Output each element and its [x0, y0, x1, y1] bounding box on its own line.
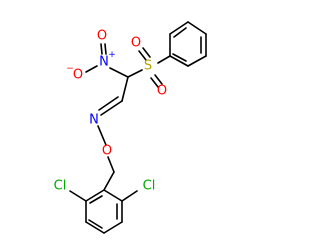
bond-nitro-o2b: [104, 43, 107, 55]
bond-ch2-ring: [103, 171, 115, 191]
atom-nitro-oxygen-single: O: [73, 68, 83, 83]
bond-o-ch2: [107, 156, 115, 173]
bond-s-o1b: [138, 50, 147, 61]
bonds: [69, 21, 207, 234]
bond-ar-inner-3: [89, 195, 103, 204]
structure-drawing: S O O N + O − O N O Cl Cl: [54, 21, 207, 234]
bond-ch-n-b: [98, 96, 119, 111]
nitro-negative-charge: −: [66, 64, 74, 74]
bond-ph-6: [169, 21, 189, 35]
bond-ph-inner-2: [172, 53, 187, 62]
bond-nitro-o1: [85, 65, 98, 73]
bond-s-o1a: [142, 47, 151, 58]
bond-n-o: [97, 125, 107, 146]
atom-chlorine-left: Cl: [54, 179, 67, 194]
atom-oxime-nitrogen: N: [89, 113, 99, 128]
atom-nitro-oxygen-double: O: [97, 29, 107, 44]
bond-s-o2b: [150, 77, 159, 88]
bond-ch-n-a: [100, 100, 123, 116]
nitro-positive-charge: +: [108, 50, 116, 60]
bond-nitro-o2a: [100, 43, 103, 55]
bond-ar-inner-2: [88, 219, 103, 229]
bond-ph-s: [157, 55, 171, 64]
bond-c-ch: [121, 76, 129, 102]
bond-ar-3: [103, 221, 123, 234]
bond-ar-cl-right: [121, 190, 138, 202]
molecule-canvas: S O O N + O − O N O Cl Cl: [54, 21, 207, 234]
bond-ph-1: [187, 21, 207, 35]
bond-ar-4: [85, 221, 105, 234]
bond-ph-4: [169, 55, 189, 67]
bond-ar-cl-left: [69, 190, 87, 202]
atom-sulfur: S: [144, 59, 152, 74]
bond-s-c: [127, 69, 143, 78]
atom-oxime-oxygen: O: [102, 144, 112, 159]
bond-ph-3: [187, 55, 207, 67]
atom-sulfonyl-oxygen-2: O: [157, 84, 167, 99]
bond-ph-inner-3: [173, 27, 187, 38]
bond-ar-6: [85, 189, 105, 202]
atom-labels: S O O N + O − O N O Cl Cl: [54, 29, 167, 194]
atom-chlorine-right: Cl: [143, 179, 156, 194]
atom-sulfonyl-oxygen-1: O: [131, 36, 141, 51]
bond-s-o2a: [154, 74, 163, 85]
atom-nitro-nitrogen: N: [99, 55, 109, 70]
bond-ar-1: [103, 189, 123, 202]
bond-c-nitro: [109, 67, 129, 78]
